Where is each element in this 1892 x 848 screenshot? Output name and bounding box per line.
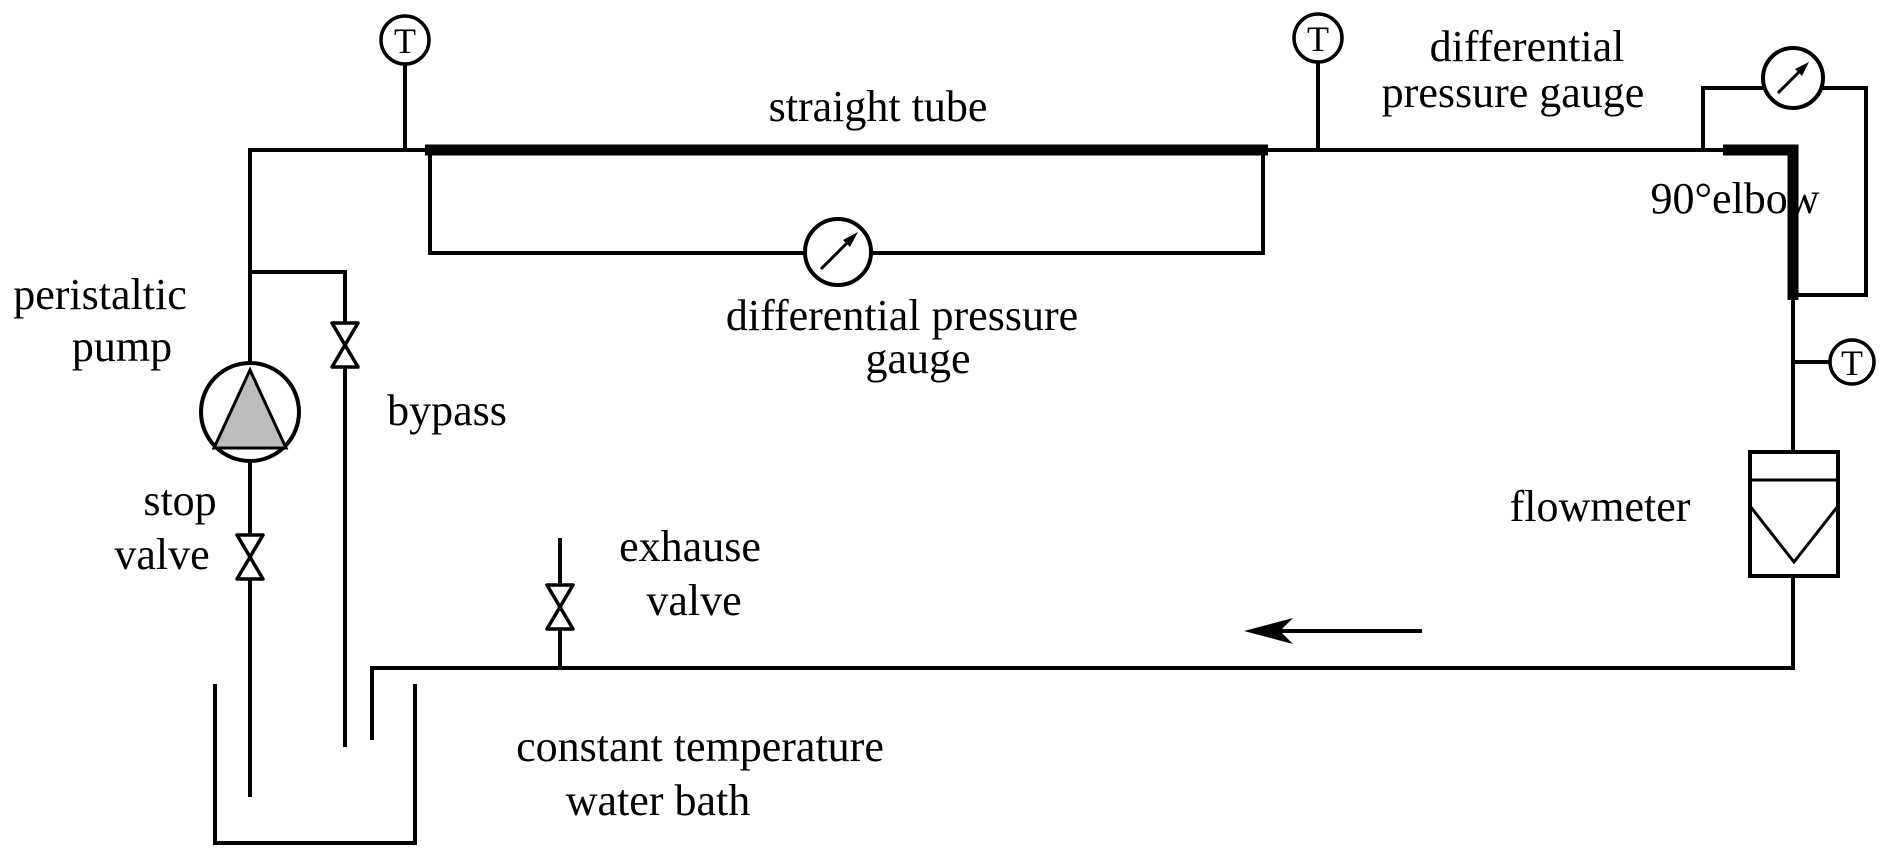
water-bath-label-line1: constant temperature [516, 722, 884, 771]
peristaltic-pump-label-line1: peristaltic [13, 270, 187, 319]
dp-gauge-center-label-line2: gauge [865, 334, 971, 383]
temp-sensor-3: T [1828, 338, 1876, 386]
dp-gauge-center-needle-tip [843, 232, 858, 247]
temp-sensor-2-label: T [1307, 19, 1329, 59]
straight-tube-label: straight tube [768, 82, 988, 131]
bypass-valve-symbol [330, 321, 360, 369]
water-bath-container [213, 684, 417, 845]
flow-arrow-head [1244, 618, 1293, 644]
dp-gauge-right-needle-tip [1795, 62, 1809, 76]
temp-sensor-2-circle [1292, 12, 1344, 64]
dp-gauge-right-label-line1: differential [1429, 22, 1625, 71]
dp-gauge-center-label-line1: differential pressure [725, 291, 1079, 340]
water-bath-label-line2: water bath [565, 776, 751, 825]
bypass-label: bypass [387, 386, 507, 435]
flowmeter-body [1748, 450, 1840, 578]
stop-valve-label-line1: stop [143, 476, 217, 525]
dp-gauge-right-symbol [1761, 46, 1825, 110]
flowmeter-label: flowmeter [1509, 482, 1691, 531]
exhaust-valve-label-line1: exhause [619, 522, 761, 571]
pump-rotor-triangle [211, 366, 289, 450]
pressure-tap-topright-right [1795, 86, 1868, 297]
temp-sensor-1-label: T [394, 21, 416, 61]
temp-sensor-2: T [1292, 12, 1344, 64]
temp-sensor-1: T [379, 14, 431, 66]
elbow-pipe [1723, 144, 1799, 300]
temp-sensor-1-circle [379, 14, 431, 66]
temp-sensor-3-label: T [1841, 343, 1863, 383]
elbow-label: 90°elbow [1650, 174, 1820, 223]
flowmeter-symbol [1748, 450, 1840, 578]
dp-gauge-right-label-line2: pressure gauge [1381, 68, 1645, 117]
dp-gauge-center-needle [819, 240, 850, 271]
exhaust-valve-symbol [545, 583, 575, 631]
pipe-bypass [248, 270, 347, 747]
temp-sensor-3-circle [1828, 338, 1876, 386]
peristaltic-pump-symbol [199, 361, 301, 463]
peristaltic-pump-label-line2: pump [71, 322, 173, 371]
flowmeter-funnel [1748, 505, 1840, 565]
exhaust-valve-label-line2: valve [646, 576, 742, 625]
stop-valve-label-line2: valve [114, 530, 210, 579]
pressure-tap-topright-left [1701, 86, 1767, 152]
dp-gauge-center-symbol [803, 217, 873, 287]
pipe-bottom-horizontal [370, 666, 1795, 740]
stop-valve-symbol [235, 533, 265, 581]
dp-gauge-right-needle [1776, 69, 1802, 95]
